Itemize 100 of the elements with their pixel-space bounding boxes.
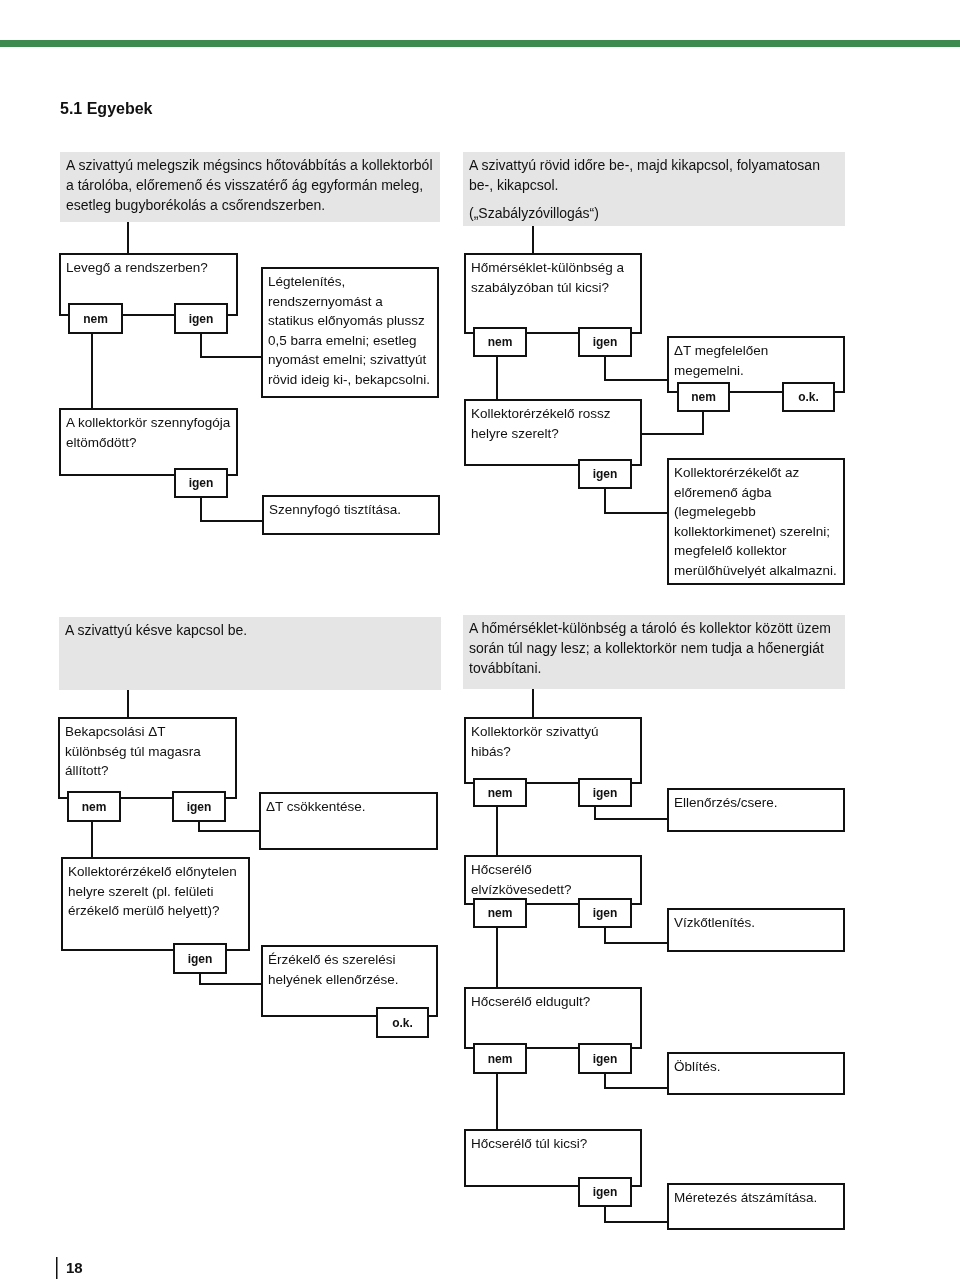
- answer-box: [68, 303, 123, 334]
- answer-text: igen: [188, 311, 214, 326]
- question-box: [464, 253, 642, 334]
- action-box: [259, 792, 438, 850]
- connector-line: [91, 821, 93, 858]
- question-text: Hőcserélő elvízkövesedett?: [471, 861, 573, 899]
- connector-line: [496, 356, 498, 400]
- connector-line: [91, 333, 93, 409]
- question-box: [464, 987, 642, 1049]
- connector-line: [604, 1073, 668, 1089]
- question-box: [464, 717, 642, 784]
- answer-box: [174, 303, 228, 334]
- question-text: Bekapcsolási ΔT különbség túl magasra állított?: [65, 723, 202, 780]
- action-text: Öblítés.: [674, 1058, 722, 1076]
- question-box: [464, 399, 642, 466]
- connector-line: [532, 224, 534, 254]
- action-box: [262, 495, 440, 535]
- answer-text: igen: [188, 476, 214, 490]
- connector-line: [200, 497, 263, 522]
- section-title: 5.1 Egyebek: [60, 100, 153, 118]
- connector-line: [496, 806, 498, 856]
- action-text: Ellenőrzés/csere.: [674, 794, 779, 812]
- problem-box: [59, 617, 441, 690]
- answer-box: [173, 943, 227, 974]
- answer-box: [578, 459, 632, 489]
- action-box: [261, 267, 439, 398]
- answer-text: igen: [186, 799, 212, 814]
- problem-box: [463, 615, 845, 689]
- connector-line: [127, 221, 129, 254]
- problem-text: A szivattyú melegszik mégsincs hőtovábbítás a kollektorból a tárolóba, előremenő és visszatérő ág egyformán meleg, esetleg bugyborékolás a csőrendszerben.: [66, 156, 434, 215]
- answer-text: nem: [487, 785, 513, 800]
- answer-text: igen: [592, 467, 618, 481]
- connector-line: [532, 688, 534, 718]
- question-text: Kollektorérzékelő előnytelen helyre szerelt (pl. felületi érzékelő merülő helyett)?: [68, 863, 238, 920]
- action-text: Szennyfogó tisztítása.: [269, 501, 403, 519]
- question-box: [61, 857, 250, 951]
- action-text: Vízkőtlenítés.: [674, 914, 757, 932]
- answer-box: [172, 791, 226, 822]
- answer-box: [67, 791, 121, 822]
- action-text: Érzékelő és szerelési helyének ellenőrzése.: [268, 951, 400, 989]
- answer-box: [578, 898, 632, 928]
- question-text: Levegő a rendszerben?: [66, 259, 209, 277]
- answer-text: igen: [187, 951, 213, 966]
- question-text: Kollektorérzékelő rossz helyre szerelt?: [471, 405, 612, 443]
- answer-text: nem: [81, 799, 107, 814]
- answer-text: nem: [83, 311, 108, 326]
- answer-box: [174, 468, 228, 498]
- answer-box: [677, 382, 730, 412]
- answer-text: igen: [592, 906, 618, 920]
- answer-box: [473, 778, 527, 807]
- question-text: A kollektorkör szennyfogója eltömődött?: [66, 414, 231, 452]
- answer-text: igen: [592, 1185, 618, 1199]
- answer-text: nem: [487, 906, 513, 920]
- problem-text: A hőmérséklet-különbség a tároló és kollektor között üzem során túl nagy lesz; a kollektorkör nem tudja a hőenergiát továbbítani.: [469, 619, 832, 678]
- answer-box: [578, 327, 632, 357]
- action-text: ΔT megfelelően megemelni.: [674, 342, 770, 380]
- answer-box: [473, 1043, 527, 1074]
- answer-text: nem: [487, 1051, 513, 1066]
- connector-line: [496, 927, 498, 988]
- answer-text: igen: [592, 785, 618, 800]
- answer-text: o.k.: [798, 390, 819, 404]
- answer-text: o.k.: [392, 1015, 413, 1030]
- answer-box: [578, 1043, 632, 1074]
- problem-text: („Szabályzóvillogás“): [469, 204, 600, 223]
- question-text: Kollektorkör szivattyú hibás?: [471, 723, 600, 761]
- problem-text: A szivattyú rövid időre be-, majd kikapcsol, folyamatosan be-, kikapcsol.: [469, 156, 821, 195]
- answer-box: [578, 778, 632, 807]
- answer-box: [376, 1007, 429, 1038]
- connector-line: [199, 973, 262, 985]
- answer-box: [473, 898, 527, 928]
- connector-line: [127, 689, 129, 718]
- question-text: Hőmérséklet-különbség a szabályzóban túl kicsi?: [471, 259, 626, 297]
- connector-line: [604, 356, 668, 381]
- question-box: [58, 717, 237, 799]
- problem-box: [463, 152, 845, 226]
- connector-line: [641, 411, 704, 435]
- answer-box: [578, 1177, 632, 1207]
- connector-line: [198, 821, 260, 832]
- page-number: 18: [66, 1259, 83, 1276]
- answer-text: igen: [592, 1051, 618, 1066]
- action-box: [261, 945, 438, 1017]
- answer-text: nem: [691, 390, 716, 404]
- question-text: Hőcserélő eldugult?: [471, 993, 592, 1011]
- question-box: [464, 855, 642, 905]
- action-text: ΔT csökkentése.: [266, 798, 367, 816]
- question-box: [464, 1129, 642, 1187]
- answer-box: [473, 327, 527, 357]
- answer-box: [782, 382, 835, 412]
- action-box: [667, 458, 845, 585]
- action-box: [667, 788, 845, 832]
- connector-line: [604, 927, 668, 944]
- action-text: Méretezés átszámítása.: [674, 1189, 819, 1207]
- connector-line: [496, 1073, 498, 1130]
- answer-text: igen: [592, 335, 618, 349]
- question-text: Hőcserélő túl kicsi?: [471, 1135, 589, 1153]
- connector-line: [594, 806, 668, 820]
- action-box: [667, 908, 845, 952]
- problem-text: A szivattyú késve kapcsol be.: [65, 621, 249, 640]
- action-text: Kollektorérzékelőt az előremenő ágba (legmelegebb kollektorkimenet) szerelni; megfelelő kollektor merülőhüvelyét alkalmazni.: [674, 464, 838, 580]
- connector-line: [200, 333, 262, 358]
